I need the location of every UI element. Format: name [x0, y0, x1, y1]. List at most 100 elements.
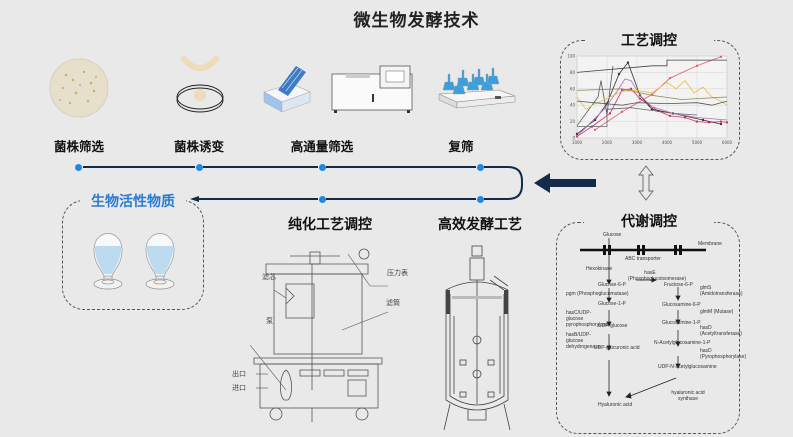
metabolic-pathway-diagram — [580, 238, 706, 399]
label-inlet: 进口 — [232, 385, 246, 392]
chart-x-tick-label: 1000 — [572, 140, 583, 145]
pathway-synthase: hyaluronic acid synthase — [671, 390, 705, 402]
chart-point-pink-dots — [719, 120, 723, 123]
pathway-hyaluronic-acid: Hyaluronic acid — [598, 402, 633, 408]
chart-point-pink-dots — [608, 112, 612, 115]
step-rescreening — [437, 66, 517, 112]
pathway-enzyme-hasb: hasB/UDP-glucose dehydrogenase — [566, 332, 601, 350]
pathway-enzyme-glms: glmS (Amidotransferase) — [700, 285, 743, 297]
high-throughput-screener-icon — [263, 65, 413, 113]
process-control-chart: 0 20 40 60 80 100 1000 2000 3000 4000 5000 6000 — [567, 54, 733, 146]
pathway-enzyme-glmm: glmM (Mutase) — [700, 309, 734, 315]
feedback-arrow-icon — [534, 173, 596, 193]
chart-y-tick-label: 0 — [572, 136, 575, 141]
chart-series-pink-dots — [576, 88, 728, 137]
chart-y-tick-label: 40 — [570, 103, 576, 108]
label-pump: 泵 — [266, 318, 273, 325]
chart-y-tick-label: 100 — [567, 54, 575, 59]
chart-series-yellow-noisy — [576, 80, 728, 110]
pathway-membrane: Membrane — [698, 241, 722, 247]
fermentation-title: 高效发酵工艺 — [438, 217, 522, 233]
fermenter-tank-icon — [443, 245, 511, 431]
label-pressure-gauge: 压力表 — [387, 270, 408, 277]
pathway-enzyme-pgm: pgm (Phosphoglucomutase) — [566, 291, 629, 297]
node-dot-high-throughput — [319, 164, 326, 171]
chart-point-black-peak — [617, 72, 621, 76]
filter-purifier-icon — [249, 248, 389, 422]
step-label-rescreening: 复筛 — [448, 139, 474, 154]
chart-series-olive-line — [576, 88, 728, 100]
pathway-fructose-6-p: Fructose-6-P — [664, 282, 693, 288]
pathway-glucose: Glucose — [603, 232, 622, 238]
process-control-title: 工艺调控 — [621, 33, 677, 49]
pathway-glucose-1-p: Glucose-1-P — [598, 301, 626, 307]
chart-series-violet-peak — [576, 78, 728, 137]
chart-point-pink-dots — [629, 87, 633, 90]
node-dot-strain-mutation — [196, 164, 203, 171]
chart-x-tick-label: 3000 — [632, 140, 643, 145]
pathway-transporter: ABC transporter — [625, 256, 661, 262]
chart-point-pink-dots — [683, 116, 687, 119]
node-dot-fermentation — [477, 196, 484, 203]
chart-point-black-peak — [575, 132, 579, 136]
chart-series-grey-spike — [576, 65, 614, 126]
chart-x-tick-label: 5000 — [692, 140, 703, 145]
chart-point-black-peak — [626, 61, 630, 64]
metabolic-control-title: 代谢调控 — [621, 214, 677, 230]
pathway-enzyme-hasc: hasC/UDP-glucose pyrophosphorylase — [566, 310, 609, 328]
chart-point-black-peak — [650, 108, 654, 111]
step-label-strain-mutation: 菌株诱变 — [173, 139, 224, 154]
pathway-udp-glucose: UDP-glucose — [598, 323, 628, 329]
powder-flasks-icon — [93, 233, 175, 290]
shaker-flasks-icon — [438, 67, 516, 109]
chart-point-pink-rising — [719, 55, 723, 59]
pathway-enzyme-hase: hasE (Phosphoglucoisomerase) — [628, 270, 687, 282]
chart-point-pink-rising — [620, 110, 624, 113]
chart-point-pink-dots — [695, 120, 699, 123]
chart-x-tick-label: 4000 — [662, 140, 673, 145]
pathway-glucose-6-p: Glucose-6-P — [598, 282, 626, 288]
chart-y-tick-label: 60 — [570, 86, 576, 91]
chart-point-pink-rising — [593, 128, 597, 131]
petri-dish-colonies-icon — [49, 58, 109, 118]
pathway-glucosamine-6-p: Glucosamine-6-P — [662, 302, 701, 308]
chart-x-tick-label: 6000 — [722, 140, 733, 145]
step-label-high-throughput: 高通量筛选 — [290, 139, 354, 154]
label-filter-cartridge: 滤筒 — [386, 300, 400, 307]
chart-point-black-peak — [701, 118, 705, 122]
chart-x-tick-label: 2000 — [602, 140, 613, 145]
step-high-throughput — [262, 62, 413, 122]
pathway-udp-n-acetylglucosamine: UDP-N-acetylglucosamine — [658, 364, 717, 370]
pathway-n-acetylglucosamine-1-p: N-Acetylglucosamine-1-P — [654, 340, 711, 346]
node-dot-rescreening — [477, 164, 484, 171]
chart-point-pink-dots — [638, 97, 642, 100]
chart-y-tick-label: 20 — [570, 119, 576, 124]
step-label-strain-screening: 菌株筛选 — [53, 139, 104, 154]
petri-dish-mutation-icon — [176, 56, 224, 113]
chart-point-pink-dots — [725, 121, 729, 124]
chart-point-pink-dots — [668, 114, 672, 118]
flow-arrowhead-icon — [190, 196, 199, 202]
pathway-udp-glucuronic-acid: UDP-glucuronic acid — [594, 345, 640, 351]
chart-series-grey-step — [577, 107, 698, 127]
chart-y-tick-label: 80 — [570, 70, 576, 75]
purification-title: 纯化工艺调控 — [288, 217, 372, 233]
step-strain-screening — [46, 55, 112, 121]
pathway-glucosamine-1-p: Glucosamine-1-P — [662, 320, 701, 326]
chart-series-grey-flat-high — [576, 59, 727, 73]
chart-plot-area — [576, 55, 728, 139]
product-title: 生物活性物质 — [91, 194, 175, 210]
label-filter-core: 滤芯 — [262, 274, 276, 281]
label-outlet: 出口 — [232, 371, 246, 378]
pathway-enzyme-hasd-pyro: hasD (Pyrophosphorylase) — [700, 348, 747, 360]
page-title: 微生物发酵技术 — [353, 11, 480, 31]
chart-point-pink-rising — [668, 76, 672, 80]
node-dot-purification — [319, 196, 326, 203]
double-arrow-icon — [638, 165, 654, 201]
pathway-enzyme-hasd-acetyl: hasD (Acetyltransferase) — [700, 325, 742, 337]
chart-point-pink-rising — [695, 64, 699, 68]
node-dot-strain-screening — [75, 164, 82, 171]
chart-series-grey-baseline — [576, 100, 728, 106]
chart-point-black-peak — [719, 122, 723, 126]
